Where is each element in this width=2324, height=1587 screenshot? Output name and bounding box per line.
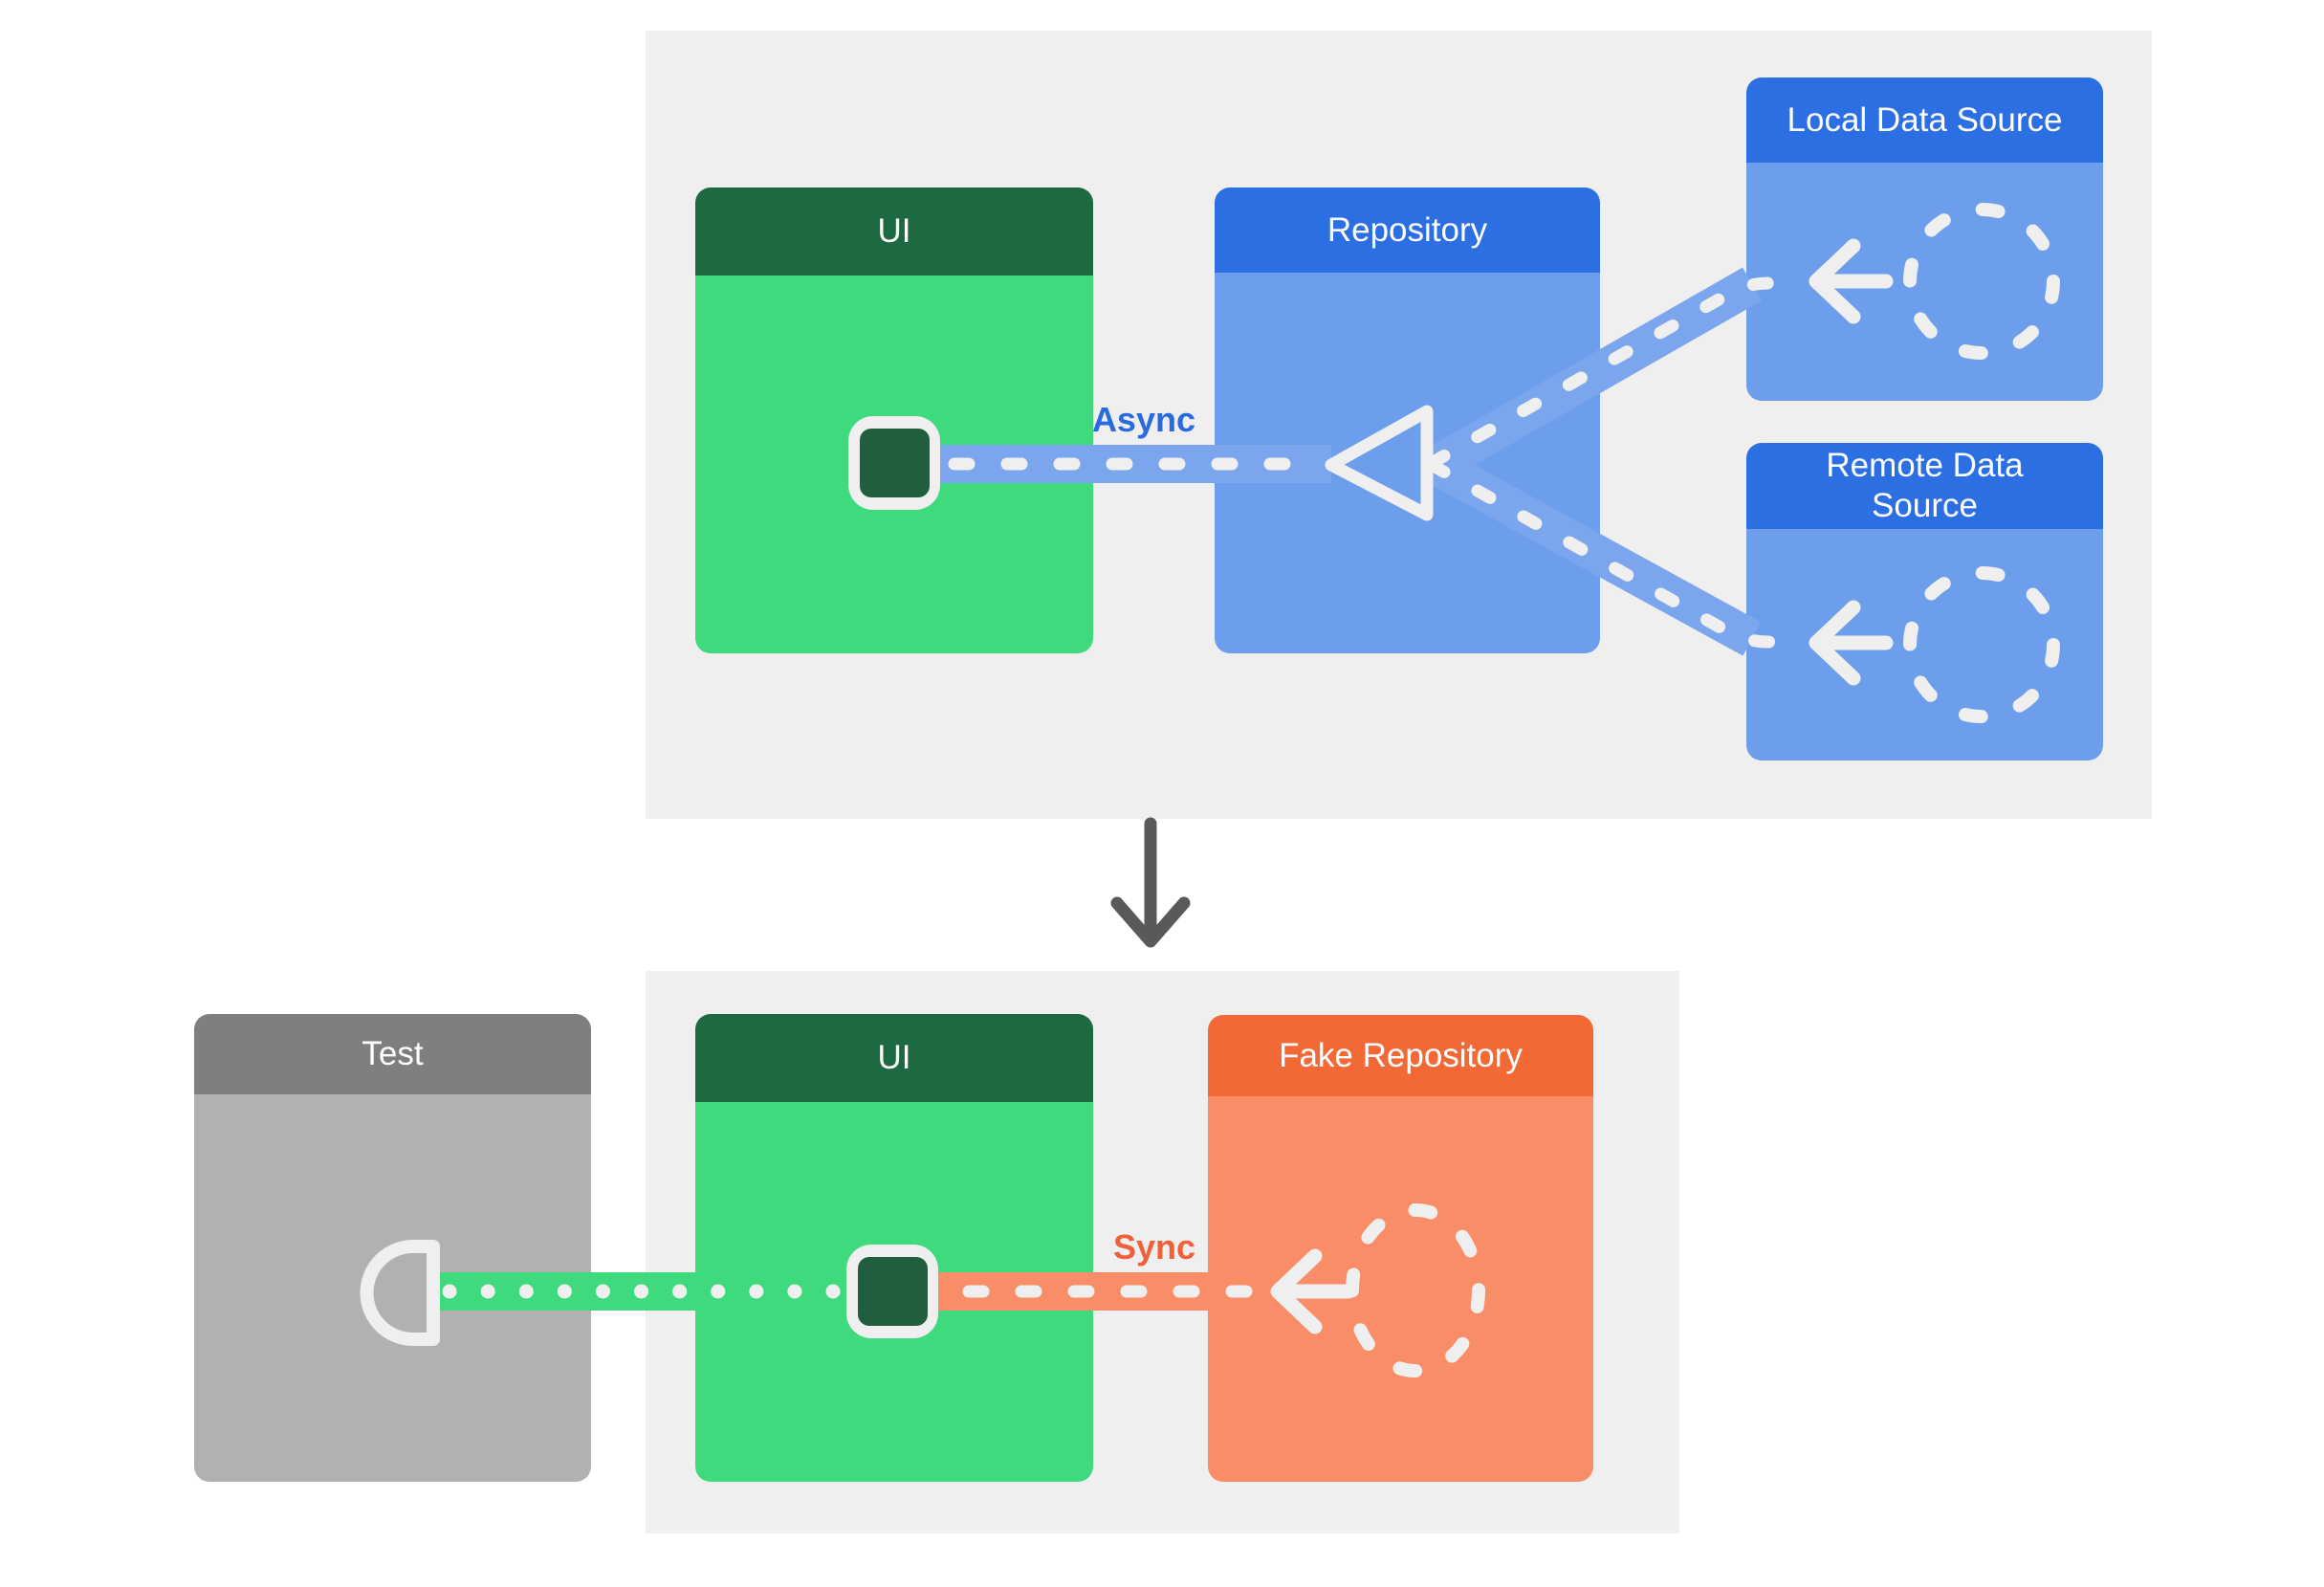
ui-box-top-label: UI bbox=[877, 212, 911, 250]
ui-box-top-body bbox=[695, 276, 1093, 653]
test-box-body bbox=[194, 1094, 591, 1482]
remote-data-source-header: Remote Data Source bbox=[1746, 443, 2103, 529]
down-arrow-icon bbox=[1110, 817, 1191, 948]
local-data-source-box: Local Data Source bbox=[1746, 77, 2103, 401]
repository-box: Repository bbox=[1215, 187, 1600, 653]
fake-repository-box: Fake Repository bbox=[1208, 1015, 1593, 1482]
ui-box-bottom-label: UI bbox=[877, 1039, 911, 1076]
ui-box-bottom-header: UI bbox=[695, 1014, 1093, 1102]
repository-box-header: Repository bbox=[1215, 187, 1600, 273]
ui-box-top-header: UI bbox=[695, 187, 1093, 276]
local-data-source-label: Local Data Source bbox=[1787, 100, 2063, 139]
fake-repository-header: Fake Repository bbox=[1208, 1015, 1593, 1096]
remote-data-source-body bbox=[1746, 529, 2103, 760]
test-box: Test bbox=[194, 1014, 591, 1482]
local-data-source-body bbox=[1746, 163, 2103, 401]
fake-repository-label: Fake Repository bbox=[1279, 1036, 1523, 1074]
test-box-header: Test bbox=[194, 1014, 591, 1094]
repository-box-body bbox=[1215, 273, 1600, 653]
remote-data-source-box: Remote Data Source bbox=[1746, 443, 2103, 760]
async-connection-label: Async bbox=[1091, 400, 1195, 439]
local-data-source-header: Local Data Source bbox=[1746, 77, 2103, 163]
fake-repository-body bbox=[1208, 1096, 1593, 1482]
remote-data-source-label: Remote Data Source bbox=[1826, 447, 2024, 524]
ui-box-bottom-body bbox=[695, 1102, 1093, 1482]
test-box-label: Test bbox=[362, 1035, 424, 1072]
sync-connection-label: Sync bbox=[1112, 1227, 1195, 1267]
repository-box-label: Repository bbox=[1326, 210, 1488, 249]
